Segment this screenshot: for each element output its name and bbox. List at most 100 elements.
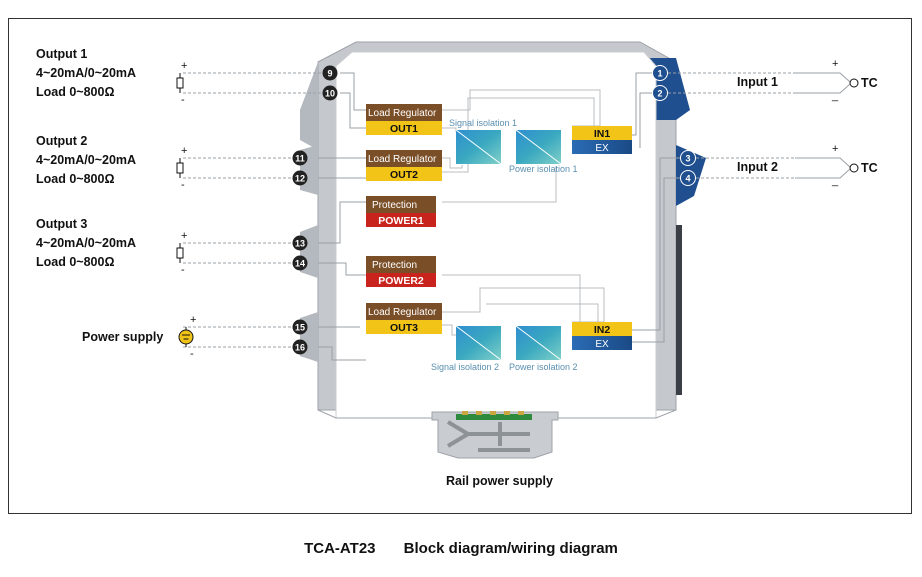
power-isolation-2: Power isolation 2: [509, 325, 578, 372]
terminal-3: 3: [680, 150, 696, 166]
svg-text:OUT2: OUT2: [390, 169, 418, 181]
output-3-labels: Output 3 4~20mA/0~20mA Load 0~800Ω: [36, 217, 136, 269]
svg-text:EX: EX: [595, 339, 609, 350]
terminal-4: 4: [680, 170, 696, 186]
svg-text:_: _: [831, 90, 839, 102]
svg-text:Load 0~800Ω: Load 0~800Ω: [36, 85, 114, 99]
svg-text:Load Regulator: Load Regulator: [368, 307, 437, 318]
right-terminals: 1 2 3 4: [652, 65, 696, 186]
svg-text:Input 1: Input 1: [737, 75, 778, 89]
caption-title: Block diagram/wiring diagram: [403, 540, 618, 557]
svg-text:+: +: [832, 143, 838, 155]
terminal-15: 15: [292, 319, 308, 335]
svg-text:EX: EX: [595, 143, 609, 154]
rail-connector: [431, 411, 559, 459]
output-2-labels: Output 2 4~20mA/0~20mA Load 0~800Ω: [36, 134, 136, 186]
power-supply-label: Power supply: [82, 330, 163, 344]
svg-text:TC: TC: [861, 76, 878, 90]
svg-text:9: 9: [327, 69, 332, 79]
svg-text:13: 13: [295, 239, 305, 249]
left-wires: [183, 72, 366, 361]
svg-text:-: -: [181, 264, 185, 276]
svg-text:Output 3: Output 3: [36, 217, 87, 231]
figure-caption: TCA-AT23 Block diagram/wiring diagram: [0, 540, 922, 557]
terminal-13: 13: [292, 235, 308, 251]
svg-text:4~20mA/0~20mA: 4~20mA/0~20mA: [36, 66, 136, 80]
left-terminals: 9 10 11 12 13 14 15 16: [292, 65, 338, 355]
svg-text:-: -: [181, 179, 185, 191]
svg-text:4: 4: [685, 174, 690, 184]
tc-sensor-icon: [849, 78, 859, 88]
signal-isolation-2: Signal isolation 2: [431, 325, 502, 372]
signal-isolation-1: Signal isolation 1: [449, 118, 517, 165]
svg-text:_: _: [831, 175, 839, 187]
input-1-group: Input 1 TC: [737, 75, 878, 90]
plus-minus-signs: + - + - + - + - + _ + _: [181, 58, 839, 360]
svg-text:4~20mA/0~20mA: 4~20mA/0~20mA: [36, 153, 136, 167]
svg-text:10: 10: [325, 89, 335, 99]
diagram-frame: [8, 18, 912, 514]
terminal-14: 14: [292, 255, 308, 271]
svg-text:11: 11: [295, 154, 305, 164]
svg-text:-: -: [181, 94, 185, 106]
svg-text:Load Regulator: Load Regulator: [368, 154, 437, 165]
svg-text:16: 16: [295, 343, 305, 353]
svg-text:Output 1: Output 1: [36, 47, 87, 61]
input-block-2: IN2 EX: [572, 322, 632, 350]
terminal-10: 10: [322, 85, 338, 101]
svg-text:-: -: [190, 348, 194, 360]
svg-text:POWER1: POWER1: [378, 215, 424, 227]
svg-text:OUT3: OUT3: [390, 322, 418, 334]
svg-text:POWER2: POWER2: [378, 275, 424, 287]
input-2-group: Input 2 TC: [737, 160, 878, 175]
load-regulator-out3: Load Regulator OUT3: [366, 303, 442, 334]
svg-text:OUT1: OUT1: [390, 123, 418, 135]
svg-text:Power isolation 2: Power isolation 2: [509, 362, 578, 372]
svg-text:3: 3: [685, 154, 690, 164]
model-name: TCA-AT23: [304, 540, 376, 557]
svg-text:Protection: Protection: [372, 200, 417, 211]
svg-text:Load 0~800Ω: Load 0~800Ω: [36, 255, 114, 269]
svg-text:Power isolation 1: Power isolation 1: [509, 164, 578, 174]
load-resistor-icons: [176, 73, 184, 263]
load-regulator-out2: Load Regulator OUT2: [366, 150, 442, 181]
svg-text:Load 0~800Ω: Load 0~800Ω: [36, 172, 114, 186]
terminal-2: 2: [652, 85, 668, 101]
protection-power2: Protection POWER2: [366, 256, 436, 287]
svg-text:IN1: IN1: [594, 128, 611, 140]
svg-text:2: 2: [657, 89, 662, 99]
svg-text:+: +: [181, 60, 187, 72]
svg-text:Output 2: Output 2: [36, 134, 87, 148]
rail-power-supply-label: Rail power supply: [446, 474, 553, 488]
svg-text:+: +: [832, 58, 838, 70]
load-regulator-out1: Load Regulator OUT1: [366, 104, 442, 135]
svg-text:Signal isolation 1: Signal isolation 1: [449, 118, 517, 128]
svg-text:Input 2: Input 2: [737, 160, 778, 174]
svg-text:15: 15: [295, 323, 305, 333]
svg-text:+: +: [181, 145, 187, 157]
terminal-9: 9: [322, 65, 338, 81]
svg-text:1: 1: [657, 69, 662, 79]
svg-text:12: 12: [295, 174, 305, 184]
protection-power1: Protection POWER1: [366, 196, 436, 227]
svg-text:+: +: [190, 314, 196, 326]
svg-text:IN2: IN2: [594, 324, 611, 336]
tc-sensor-icon: [849, 163, 859, 173]
input-block-1: IN1 EX: [572, 126, 632, 154]
power-isolation-1: Power isolation 1: [509, 129, 578, 174]
power-supply-icon: [178, 327, 194, 347]
terminal-1: 1: [652, 65, 668, 81]
svg-text:Load Regulator: Load Regulator: [368, 108, 437, 119]
output-1-labels: Output 1 4~20mA/0~20mA Load 0~800Ω: [36, 47, 136, 99]
terminal-11: 11: [292, 150, 308, 166]
right-wires: [632, 72, 851, 343]
svg-text:4~20mA/0~20mA: 4~20mA/0~20mA: [36, 236, 136, 250]
terminal-16: 16: [292, 339, 308, 355]
terminal-12: 12: [292, 170, 308, 186]
svg-text:+: +: [181, 230, 187, 242]
svg-text:Signal isolation 2: Signal isolation 2: [431, 362, 499, 372]
svg-text:Protection: Protection: [372, 260, 417, 271]
svg-text:TC: TC: [861, 161, 878, 175]
svg-text:14: 14: [295, 259, 305, 269]
